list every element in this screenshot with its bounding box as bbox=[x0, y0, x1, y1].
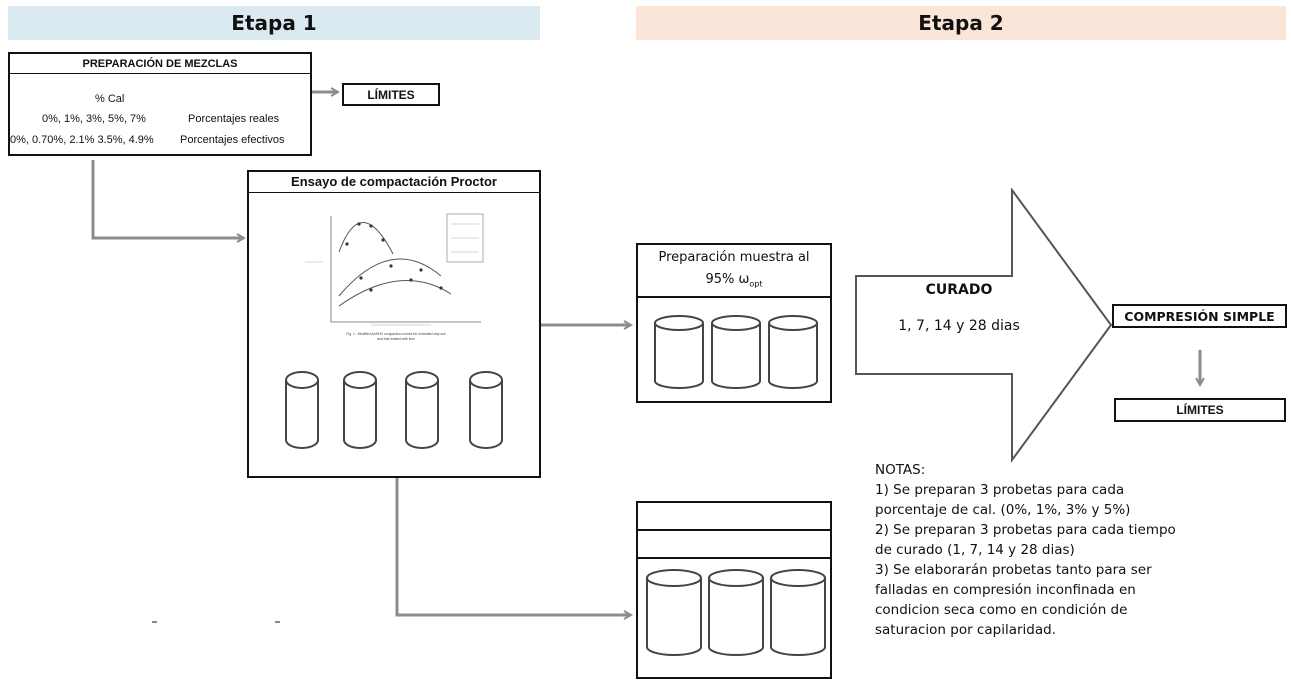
bottom-specimens-box bbox=[636, 501, 832, 679]
specimen-cylinder bbox=[405, 371, 439, 449]
compression-label: COMPRESIÓN SIMPLE bbox=[1124, 308, 1275, 324]
stage-1-title: Etapa 1 bbox=[231, 11, 317, 35]
stage-2-banner: Etapa 2 bbox=[636, 6, 1286, 40]
sample-preparation-title-line-2: 95% ωopt bbox=[638, 269, 830, 296]
sample-specimens bbox=[654, 315, 818, 389]
compression-box: COMPRESIÓN SIMPLE bbox=[1112, 304, 1287, 328]
notes-line: 2) Se preparan 3 probetas para cada tiem… bbox=[875, 522, 1176, 538]
proctor-specimens bbox=[285, 371, 503, 449]
curing-title: CURADO bbox=[925, 282, 993, 298]
notes-block: NOTAS: 1) Se preparan 3 probetas para ca… bbox=[875, 460, 1275, 640]
mix-preparation-box: PREPARACIÓN DE MEZCLAS % Cal 0%, 1%, 3%,… bbox=[8, 52, 312, 156]
real-percentages-label: Porcentajes reales bbox=[188, 113, 280, 125]
bottom-box-header-row-2 bbox=[638, 531, 830, 559]
proctor-figure-caption: Fig. 1 : Modified AASHO compaction curve… bbox=[299, 332, 493, 342]
notes-line: saturacion por capilaridad. bbox=[875, 622, 1056, 638]
notes-line: porcentaje de cal. (0%, 1%, 3% y 5%) bbox=[875, 502, 1131, 518]
curing-arrow bbox=[855, 188, 1113, 464]
effective-percentages-values: 0%, 0.70%, 2.1% 3.5%, 4.9% bbox=[10, 134, 154, 146]
proctor-caption-line-2: and that treated with lime bbox=[377, 337, 415, 341]
proctor-compaction-curves bbox=[305, 213, 484, 326]
specimen-cylinder bbox=[285, 371, 319, 449]
proctor-caption-line-1: Fig. 1 : Modified AASHO compaction curve… bbox=[346, 332, 446, 336]
limits-top-box: LÍMITES bbox=[342, 83, 440, 106]
limits-right-box: LÍMITES bbox=[1114, 398, 1286, 422]
notes-line: falladas en compresión inconfinada en bbox=[875, 582, 1136, 598]
specimen-cylinder bbox=[654, 315, 704, 389]
real-percentages-values: 0%, 1%, 3%, 5%, 7% bbox=[42, 113, 146, 125]
sample-preparation-title: Preparación muestra al 95% ωopt bbox=[638, 245, 830, 298]
bottom-box-header-row-1 bbox=[638, 503, 830, 531]
specimen-cylinder bbox=[708, 569, 764, 656]
notes-line: condicion seca como en condición de bbox=[875, 602, 1128, 618]
specimen-cylinder bbox=[711, 315, 761, 389]
specimen-cylinder bbox=[469, 371, 503, 449]
specimen-cylinder bbox=[768, 315, 818, 389]
specimen-cylinder bbox=[646, 569, 702, 656]
sample-preparation-box: Preparación muestra al 95% ωopt bbox=[636, 243, 832, 403]
notes-heading: NOTAS: bbox=[875, 462, 926, 478]
proctor-test-title: Ensayo de compactación Proctor bbox=[249, 172, 539, 193]
effective-percentages-label: Porcentajes efectivos bbox=[180, 134, 285, 146]
arrow-mix-to-proctor bbox=[91, 160, 244, 238]
notes-line: 1) Se preparan 3 probetas para cada bbox=[875, 482, 1125, 498]
sample-preparation-percent: 95% ω bbox=[705, 272, 750, 287]
limits-top-label: LÍMITES bbox=[367, 87, 415, 102]
specimen-cylinder bbox=[770, 569, 826, 656]
mix-preparation-title: PREPARACIÓN DE MEZCLAS bbox=[10, 54, 310, 74]
proctor-test-box: Ensayo de compactación Proctor Fig. 1 : … bbox=[247, 170, 541, 478]
arrow-proctor-to-bottom-box bbox=[395, 478, 631, 615]
stage-2-title: Etapa 2 bbox=[918, 11, 1004, 35]
stage-1-banner: Etapa 1 bbox=[8, 6, 540, 40]
limits-right-label: LÍMITES bbox=[1176, 403, 1224, 417]
specimen-cylinder bbox=[343, 371, 377, 449]
notes-line: de curado (1, 7, 14 y 28 dias) bbox=[875, 542, 1075, 558]
bottom-specimens bbox=[646, 569, 826, 656]
lime-percent-label: % Cal bbox=[95, 93, 125, 105]
sample-preparation-title-line-1: Preparación muestra al bbox=[658, 250, 810, 265]
sample-preparation-subscript: opt bbox=[749, 279, 763, 289]
notes-line: 3) Se elaborarán probetas tanto para ser bbox=[875, 562, 1152, 578]
curing-days: 1, 7, 14 y 28 dias bbox=[898, 318, 1020, 334]
